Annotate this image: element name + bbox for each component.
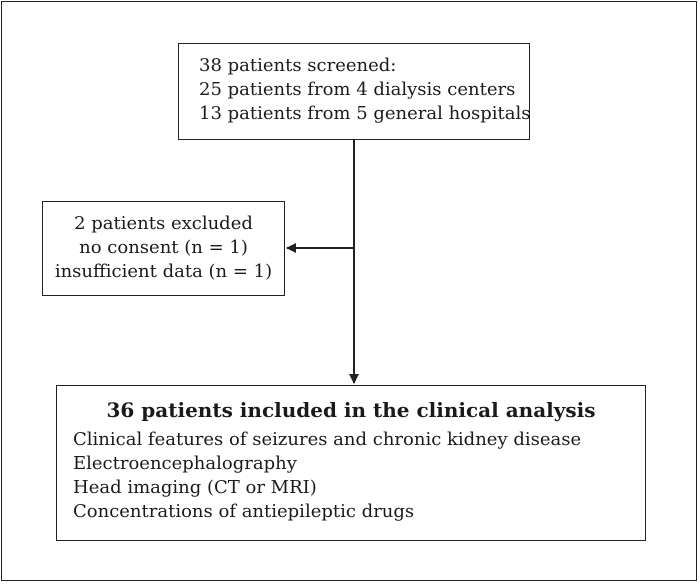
- excluded-box: 2 patients excluded no consent (n = 1) i…: [42, 201, 285, 296]
- screened-box: 38 patients screened: 25 patients from 4…: [178, 43, 531, 140]
- included-item-4: Concentrations of antiepileptic drugs: [73, 501, 415, 522]
- excluded-line-1: 2 patients excluded: [74, 213, 253, 234]
- excluded-line-3: insufficient data (n = 1): [54, 261, 273, 282]
- excluded-line-2: no consent (n = 1): [79, 237, 248, 258]
- included-box: 36 patients included in the clinical ana…: [56, 385, 646, 541]
- included-title: 36 patients included in the clinical ana…: [106, 398, 596, 422]
- screened-line-2: 25 patients from 4 dialysis centers: [199, 79, 516, 100]
- included-item-1: Clinical features of seizures and chroni…: [73, 429, 582, 450]
- screened-line-3: 13 patients from 5 general hospitals: [199, 103, 531, 124]
- included-item-2: Electroencephalography: [73, 453, 297, 474]
- included-item-3: Head imaging (CT or MRI): [73, 477, 317, 498]
- screened-line-1: 38 patients screened:: [199, 55, 397, 76]
